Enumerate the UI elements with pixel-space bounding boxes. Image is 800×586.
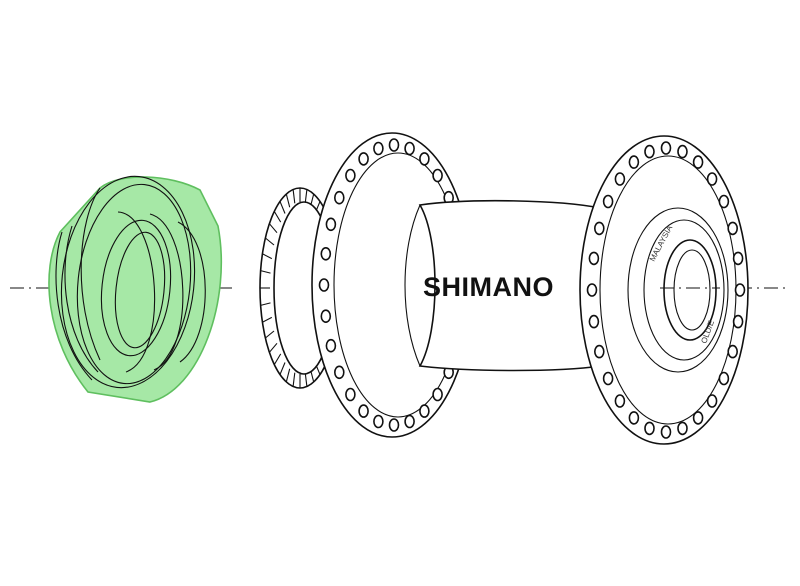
- right-flange: MALAYSIA OLD/E: [579, 135, 749, 445]
- spline-tooth: [279, 201, 286, 214]
- spoke-hole: [388, 418, 400, 432]
- spoke-hole: [660, 425, 672, 439]
- spoke-hole: [727, 344, 739, 359]
- spoke-hole: [388, 138, 400, 152]
- spoke-hole: [333, 190, 345, 205]
- spoke-hole: [333, 365, 345, 380]
- spoke-hole: [628, 155, 640, 169]
- spline-tooth: [265, 237, 275, 246]
- spline-tooth: [304, 189, 308, 204]
- spoke-hole: [404, 141, 415, 156]
- spline-tooth: [273, 211, 282, 223]
- spoke-hole: [325, 217, 337, 232]
- spline-tooth: [292, 372, 296, 387]
- hub-body: SHIMANO MALAYSIA OLD/E: [259, 132, 749, 445]
- spoke-hole: [692, 411, 704, 425]
- highlighted-dust-cap[interactable]: [48, 170, 223, 403]
- spoke-hole: [358, 152, 369, 166]
- spoke-hole: [593, 221, 605, 236]
- spoke-hole: [727, 221, 739, 236]
- spline-tooth: [262, 253, 273, 260]
- spoke-hole: [320, 247, 332, 261]
- spoke-hole: [432, 168, 443, 183]
- spoke-hole: [593, 344, 605, 359]
- spoke-hole: [734, 283, 746, 297]
- spline-tooth: [292, 189, 296, 204]
- spoke-hole: [588, 251, 600, 266]
- spline-tooth: [279, 362, 286, 375]
- spoke-hole: [732, 314, 744, 329]
- spoke-hole: [345, 387, 356, 402]
- spline-tooth: [273, 353, 282, 365]
- spline-tooth: [304, 372, 308, 387]
- spoke-hole: [325, 338, 337, 353]
- spline-tooth: [260, 270, 271, 274]
- spoke-hole: [318, 278, 330, 292]
- spoke-hole: [718, 371, 730, 386]
- spoke-hole: [706, 394, 718, 408]
- spoke-hole: [373, 141, 384, 156]
- spoke-hole: [660, 141, 672, 155]
- spline-tooth: [265, 330, 275, 339]
- spoke-hole: [614, 394, 626, 408]
- brand-logo: SHIMANO: [423, 272, 554, 302]
- spoke-hole: [677, 421, 688, 436]
- spoke-hole: [692, 155, 704, 169]
- spoke-hole: [432, 387, 443, 402]
- spoke-hole: [373, 414, 384, 429]
- spoke-hole: [320, 309, 332, 324]
- spoke-hole: [588, 314, 600, 329]
- spoke-hole: [602, 371, 614, 386]
- spline-tooth: [285, 193, 291, 208]
- spoke-hole: [628, 411, 640, 425]
- spoke-hole: [732, 251, 744, 266]
- spoke-hole: [677, 144, 688, 159]
- spoke-hole: [419, 404, 430, 418]
- spoke-hole: [644, 421, 655, 436]
- spoke-hole: [404, 414, 415, 429]
- spoke-hole: [602, 194, 614, 209]
- spoke-hole: [718, 194, 730, 209]
- spoke-hole: [614, 172, 626, 186]
- spoke-hole: [644, 144, 655, 159]
- spoke-hole: [706, 172, 718, 186]
- spoke-hole: [358, 404, 369, 418]
- spline-tooth: [285, 368, 291, 383]
- spline-tooth: [268, 223, 278, 234]
- spoke-hole: [419, 152, 430, 166]
- spoke-hole: [345, 168, 356, 183]
- hub-shell: SHIMANO: [404, 199, 601, 372]
- spline-tooth: [268, 342, 278, 353]
- spline-tooth: [260, 302, 271, 306]
- spoke-hole: [586, 283, 598, 297]
- spline-tooth: [262, 316, 273, 323]
